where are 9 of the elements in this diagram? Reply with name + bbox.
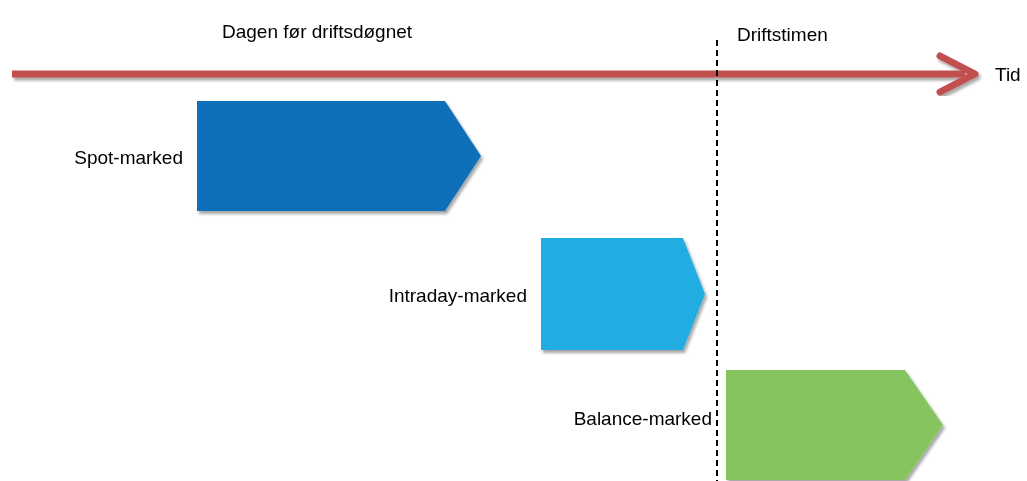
pentagon-arrow-shape xyxy=(541,238,705,350)
market-label: Balance-marked xyxy=(573,409,712,428)
pentagon-arrow-shape xyxy=(197,101,481,211)
period-label: Dagen før driftsdøgnet xyxy=(222,22,413,41)
pentagon-arrow-shape xyxy=(726,370,943,480)
period-label: Driftstimen xyxy=(737,25,828,44)
market-label: Intraday-marked xyxy=(388,286,527,305)
axis-label: Tid xyxy=(995,65,1021,84)
market-label: Spot-marked xyxy=(74,148,183,167)
